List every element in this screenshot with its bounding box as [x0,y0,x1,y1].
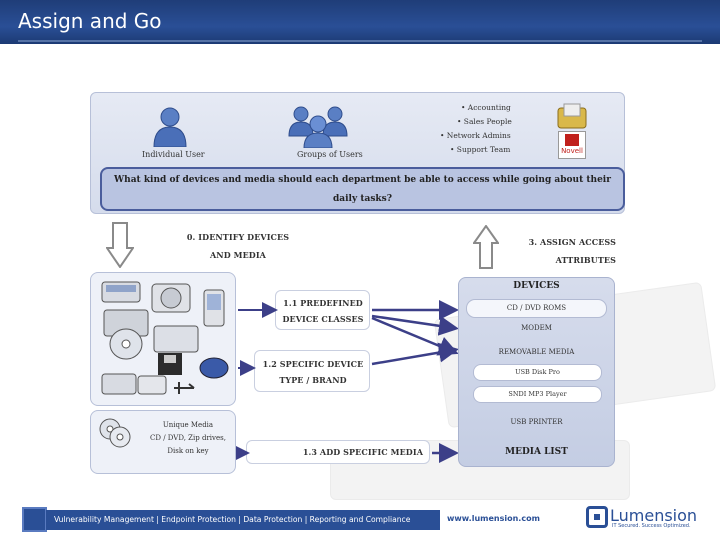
add-media-label: 1.3 ADD SPECIFIC MEDIA [302,447,423,457]
footer-tagline: Vulnerability Management | Endpoint Prot… [54,515,411,524]
question-callout: What kind of devices and media should ea… [100,167,625,211]
device-sub-mp3: SNDI MP3 Player [473,386,602,403]
footer-bar: Vulnerability Management | Endpoint Prot… [46,510,440,530]
cd-disc-icon [99,418,131,448]
brand-tagline: IT Secured. Success Optimized. [612,523,691,529]
title-bar: Assign and Go [0,0,720,44]
role-item: • Accounting [461,103,511,112]
user-group-label: Groups of Users [297,150,363,159]
media-list-header: MEDIA LIST [505,447,568,457]
title-underline [18,40,702,42]
device-item-cd-dvd: CD / DVD ROMs [466,299,607,318]
lumension-logo-icon [586,506,608,528]
footer-url-link[interactable]: www.lumension.com [447,514,540,523]
step-assign-label: 3. ASSIGN ACCESS ATTRIBUTES [528,237,616,265]
device-item-modem: MODEM [521,324,552,332]
role-item: • Network Admins [440,131,511,140]
specific-device-box: 1.2 SPECIFIC DEVICE TYPE / BRAND [254,350,370,392]
predefined-classes-label: 1.1 PREDEFINED DEVICE CLASSES [282,298,364,324]
page-title: Assign and Go [18,9,162,33]
up-arrow-icon [473,225,499,269]
unique-media-detail: CD / DVD, Zip drives, Disk on key [150,434,226,455]
flow-arrows [236,300,459,463]
predefined-classes-box: 1.1 PREDEFINED DEVICE CLASSES [275,290,370,330]
devices-header: DEVICES [513,281,560,291]
step-identify-label: 0. IDENTIFY DEVICES AND MEDIA [186,232,290,260]
individual-user-label: Individual User [142,150,205,159]
device-item-removable: REMOVABLE MEDIA [498,348,575,356]
footer-square-logo [22,507,47,532]
specific-device-label: 1.2 SPECIFIC DEVICE TYPE / BRAND [262,359,364,385]
device-item-printer: USB PRINTER [510,418,563,426]
device-sub-usb-disk: USB Disk Pro [473,364,602,381]
role-item: • Sales People [457,117,512,126]
unique-media-title: Unique Media [162,421,214,429]
role-item: • Support Team [450,145,511,154]
individual-user-icon [153,107,187,147]
folder-directory-icon [557,103,587,129]
user-group-icon [288,106,348,148]
down-arrow-icon [106,222,134,268]
devices-illustration [101,281,229,395]
novell-logo: Novell [558,131,586,159]
brand-name: Lumension [610,506,698,525]
unique-media-text: Unique Media CD / DVD, Zip drives, Disk … [146,419,230,458]
